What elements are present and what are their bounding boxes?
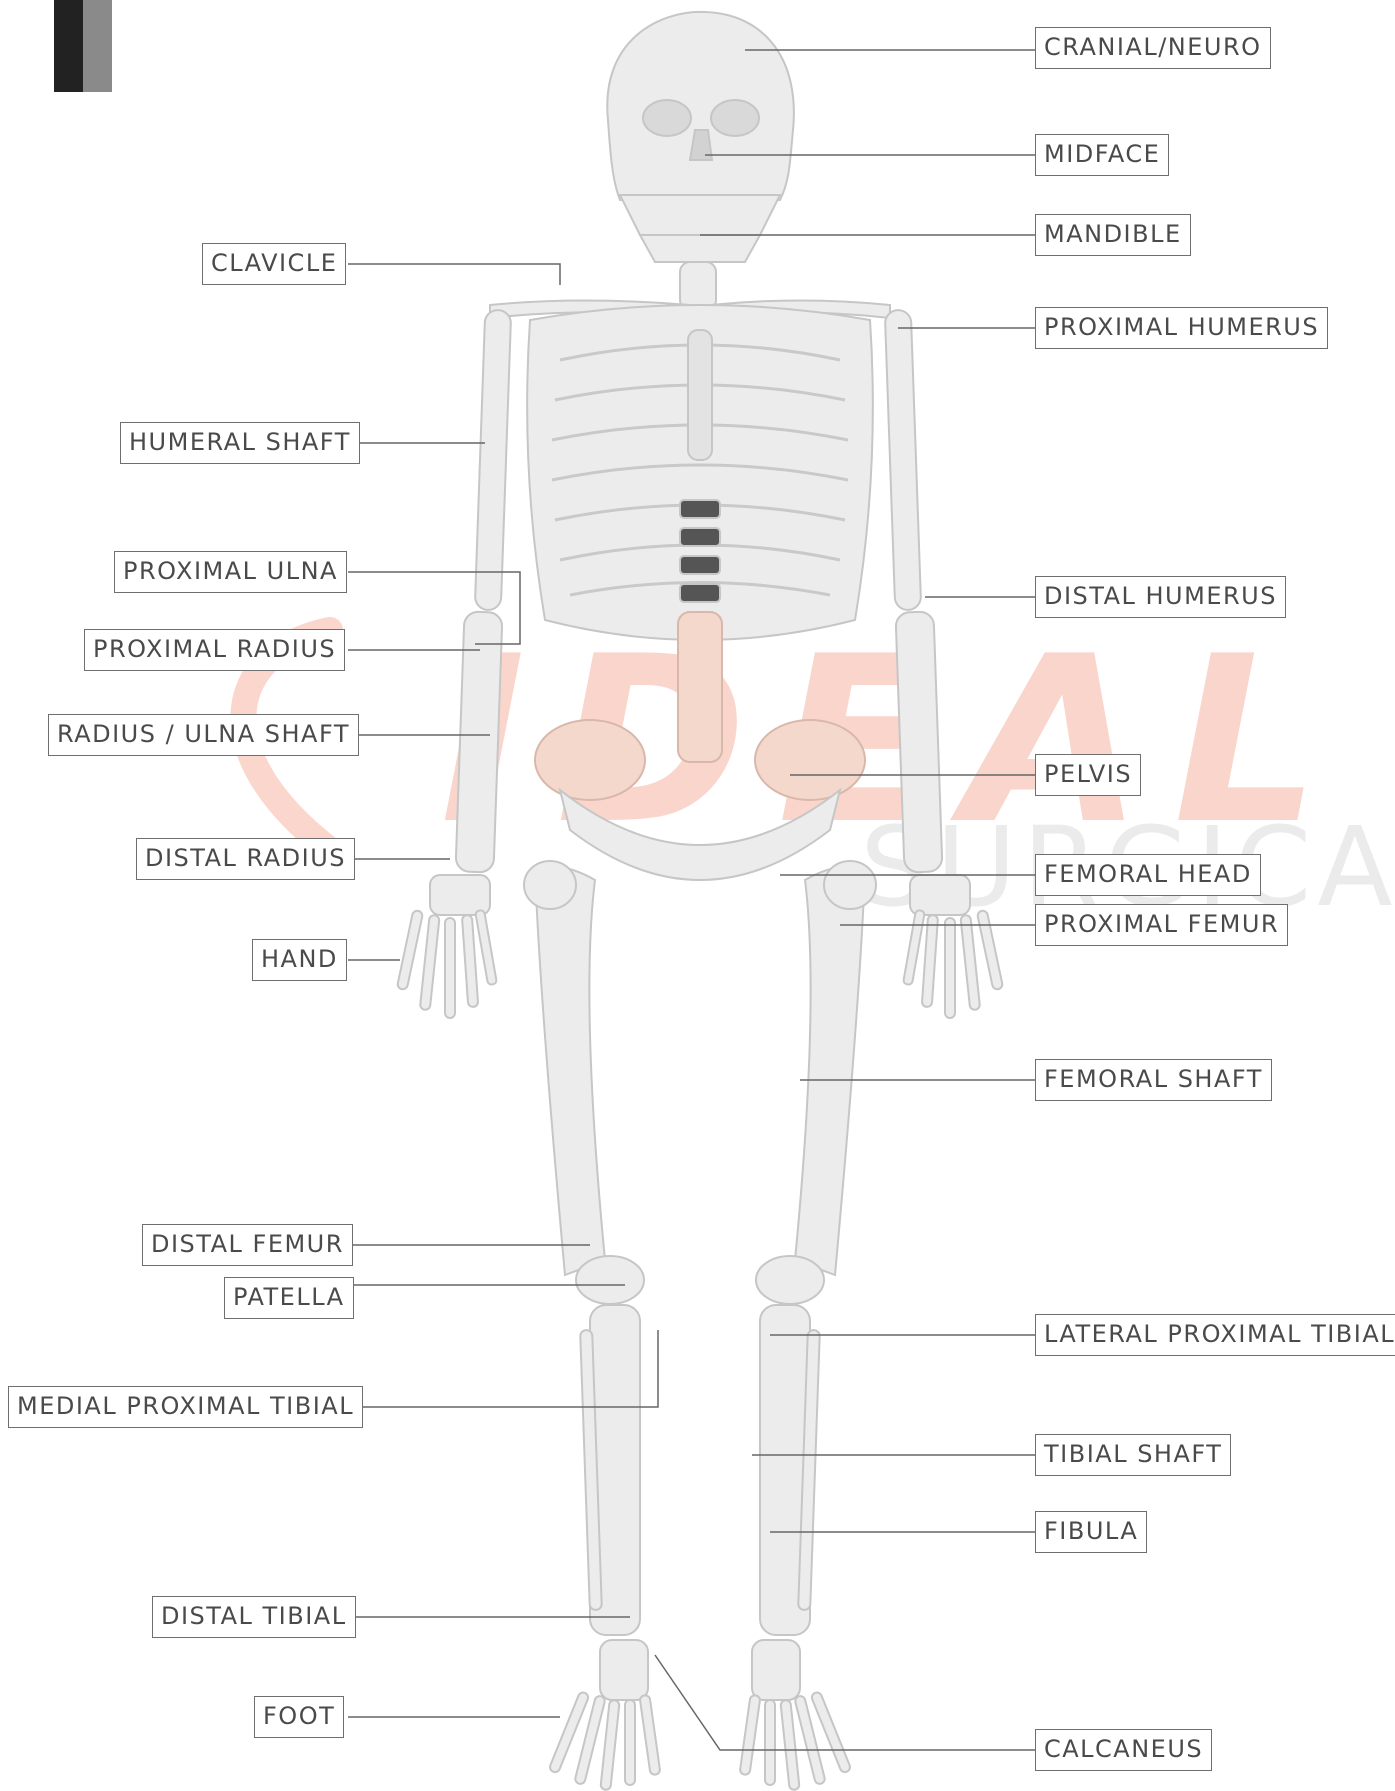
femur-right	[795, 867, 865, 1275]
foot-left	[549, 1640, 661, 1790]
cervical-spine	[680, 262, 716, 310]
label-medial-proximal-tibial: MEDIAL PROXIMAL TIBIAL	[8, 1386, 363, 1428]
eye-socket-right	[711, 100, 759, 136]
label-tibial-shaft: TIBIAL SHAFT	[1035, 1434, 1231, 1476]
label-hand: HAND	[252, 939, 347, 981]
label-foot: FOOT	[254, 1696, 344, 1738]
label-midface: MIDFACE	[1035, 134, 1169, 176]
label-proximal-ulna: PROXIMAL ULNA	[114, 551, 347, 593]
femoral-head-right	[824, 861, 876, 909]
label-proximal-femur: PROXIMAL FEMUR	[1035, 904, 1288, 946]
label-radius-ulna-shaft: RADIUS / ULNA SHAFT	[48, 714, 359, 756]
femur-left	[535, 867, 605, 1275]
label-humeral-shaft: HUMERAL SHAFT	[120, 422, 360, 464]
pelvis-left	[535, 720, 645, 800]
femoral-head-left	[524, 861, 576, 909]
label-calcaneus: CALCANEUS	[1035, 1729, 1212, 1771]
label-proximal-humerus: PROXIMAL HUMERUS	[1035, 307, 1328, 349]
eye-socket-left	[643, 100, 691, 136]
label-lateral-proximal-tibial: LATERAL PROXIMAL TIBIAL	[1035, 1314, 1395, 1356]
midface	[620, 195, 780, 235]
label-distal-tibial: DISTAL TIBIAL	[152, 1596, 356, 1638]
label-distal-femur: DISTAL FEMUR	[142, 1224, 353, 1266]
mandible-bone	[640, 235, 760, 262]
skull	[607, 12, 794, 200]
label-proximal-radius: PROXIMAL RADIUS	[84, 629, 345, 671]
hand-left	[397, 875, 497, 1018]
skeleton	[397, 12, 1003, 1790]
humerus-left	[475, 310, 511, 611]
label-pelvis: PELVIS	[1035, 754, 1141, 796]
label-cranial-neuro: CRANIAL/NEURO	[1035, 27, 1271, 69]
label-fibula: FIBULA	[1035, 1511, 1147, 1553]
label-clavicle: CLAVICLE	[202, 243, 346, 285]
lumbar-spine	[678, 500, 722, 762]
label-femoral-shaft: FEMORAL SHAFT	[1035, 1059, 1272, 1101]
label-patella: PATELLA	[224, 1277, 354, 1319]
knee-right	[756, 1256, 824, 1304]
foot-right	[739, 1640, 851, 1790]
sternum	[688, 330, 712, 460]
label-femoral-head: FEMORAL HEAD	[1035, 854, 1261, 896]
label-mandible: MANDIBLE	[1035, 214, 1191, 256]
forearm-right	[895, 611, 942, 872]
knee-left	[576, 1256, 644, 1304]
humerus-right	[885, 310, 921, 611]
label-distal-humerus: DISTAL HUMERUS	[1035, 576, 1286, 618]
pelvis-right	[755, 720, 865, 800]
label-distal-radius: DISTAL RADIUS	[136, 838, 355, 880]
